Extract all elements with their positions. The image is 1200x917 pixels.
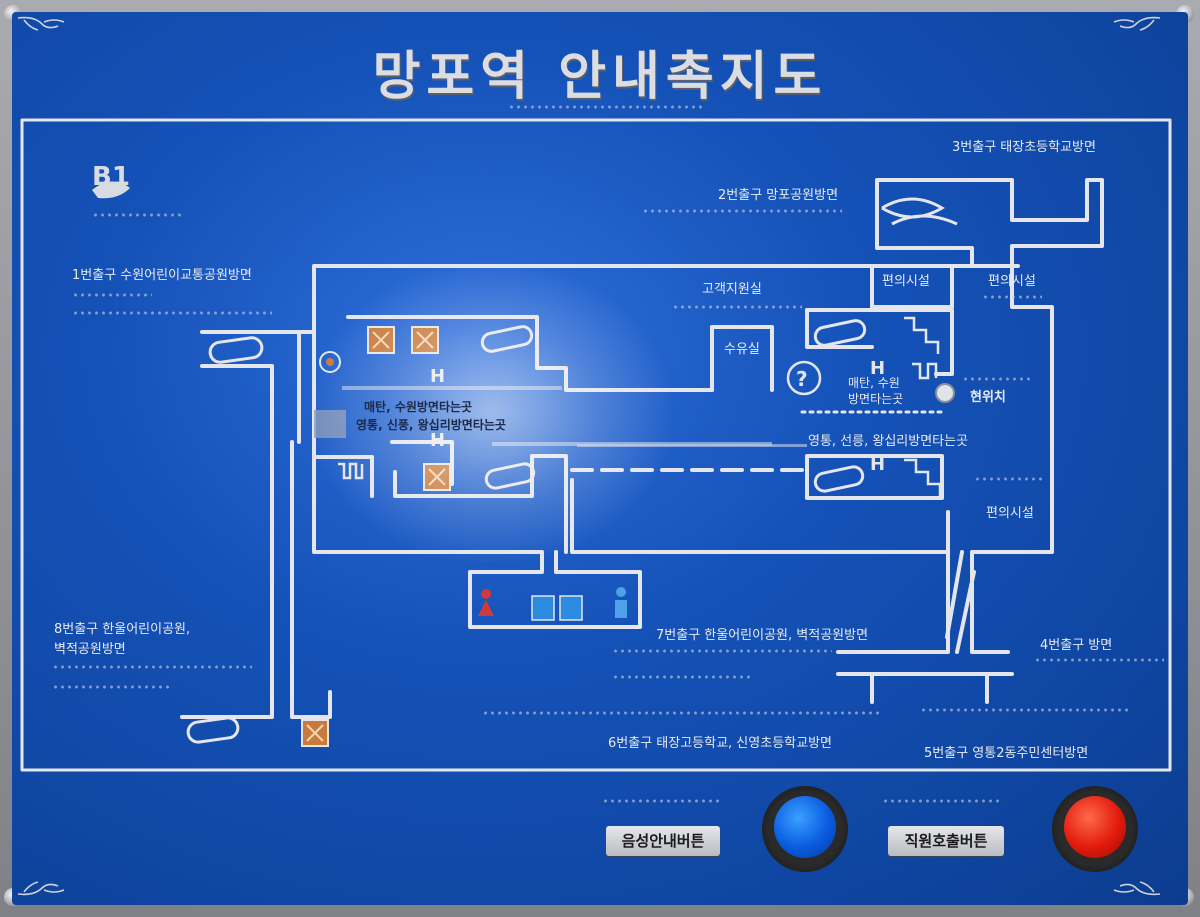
braille	[1034, 657, 1164, 663]
exit-5-label: 5번출구 영통2동주민센터방면	[924, 746, 1089, 761]
svg-text:H: H	[870, 358, 885, 379]
exit-8-label: 8번출구 한울어린이공원,	[54, 622, 191, 637]
ornament-icon	[1113, 881, 1161, 896]
platform-right-label: 영통, 선릉, 왕십리방면타는곳	[808, 434, 969, 449]
svg-text:H: H	[430, 430, 445, 451]
svg-text:?: ?	[796, 367, 808, 391]
restroom-icon	[478, 587, 627, 621]
customer-support-label: 고객지원실	[702, 282, 762, 297]
staff-call-button[interactable]	[1052, 786, 1138, 872]
platform-suwon-label: 매탄, 수원	[848, 376, 900, 390]
braille	[602, 798, 722, 804]
braille	[642, 208, 842, 214]
braille	[72, 292, 152, 298]
ornament-icon	[17, 881, 65, 896]
braille	[982, 294, 1042, 300]
braille	[962, 376, 1032, 382]
convenience-label: 편의시설	[986, 506, 1034, 521]
voice-guide-button[interactable]	[762, 786, 848, 872]
svg-text:H: H	[870, 454, 885, 475]
platform-suwon-label-cont: 방면타는곳	[848, 392, 904, 406]
braille	[612, 674, 752, 680]
exit-8-label-cont: 벽적공원방면	[54, 642, 126, 657]
braille	[920, 707, 1130, 713]
braille	[482, 710, 882, 716]
page-title: 망포역 안내촉지도	[372, 47, 828, 107]
nursing-room-label: 수유실	[724, 342, 760, 357]
ornament-icon	[17, 16, 65, 31]
staff-call-label: 직원호출버튼	[888, 826, 1004, 856]
ornament-icon	[1113, 16, 1161, 31]
braille	[72, 310, 272, 316]
braille	[672, 304, 802, 310]
exit-3-label: 3번출구 태장초등학교방면	[952, 140, 1096, 155]
braille	[52, 684, 172, 690]
convenience-label: 편의시설	[882, 274, 930, 289]
voice-guide-label: 음성안내버튼	[606, 826, 720, 856]
braille	[612, 648, 832, 654]
floor-label: B1	[92, 162, 130, 192]
exit-1-label: 1번출구 수원어린이교통공원방면	[72, 268, 252, 283]
convenience-label: 편의시설	[988, 274, 1036, 289]
platform-left-label: 매탄, 수원방면타는곳	[364, 400, 473, 414]
svg-text:H: H	[430, 366, 445, 387]
exit-7-label: 7번출구 한울어린이공원, 벽적공원방면	[656, 628, 869, 643]
braille	[974, 476, 1044, 482]
braille-floor	[92, 212, 182, 218]
tactile-map-board: 망포역 안내촉지도	[12, 12, 1188, 905]
exit-4-label: 4번출구 방면	[1040, 638, 1113, 653]
braille-title	[508, 104, 704, 110]
platform-left-label-2: 영통, 신풍, 왕십리방면타는곳	[356, 418, 506, 432]
exit-2-label: 2번출구 망포공원방면	[718, 188, 839, 203]
current-position-label: 현위치	[970, 390, 1006, 405]
braille	[52, 664, 252, 670]
braille	[882, 798, 1002, 804]
exit-6-label: 6번출구 태장고등학교, 신영초등학교방면	[608, 736, 832, 751]
